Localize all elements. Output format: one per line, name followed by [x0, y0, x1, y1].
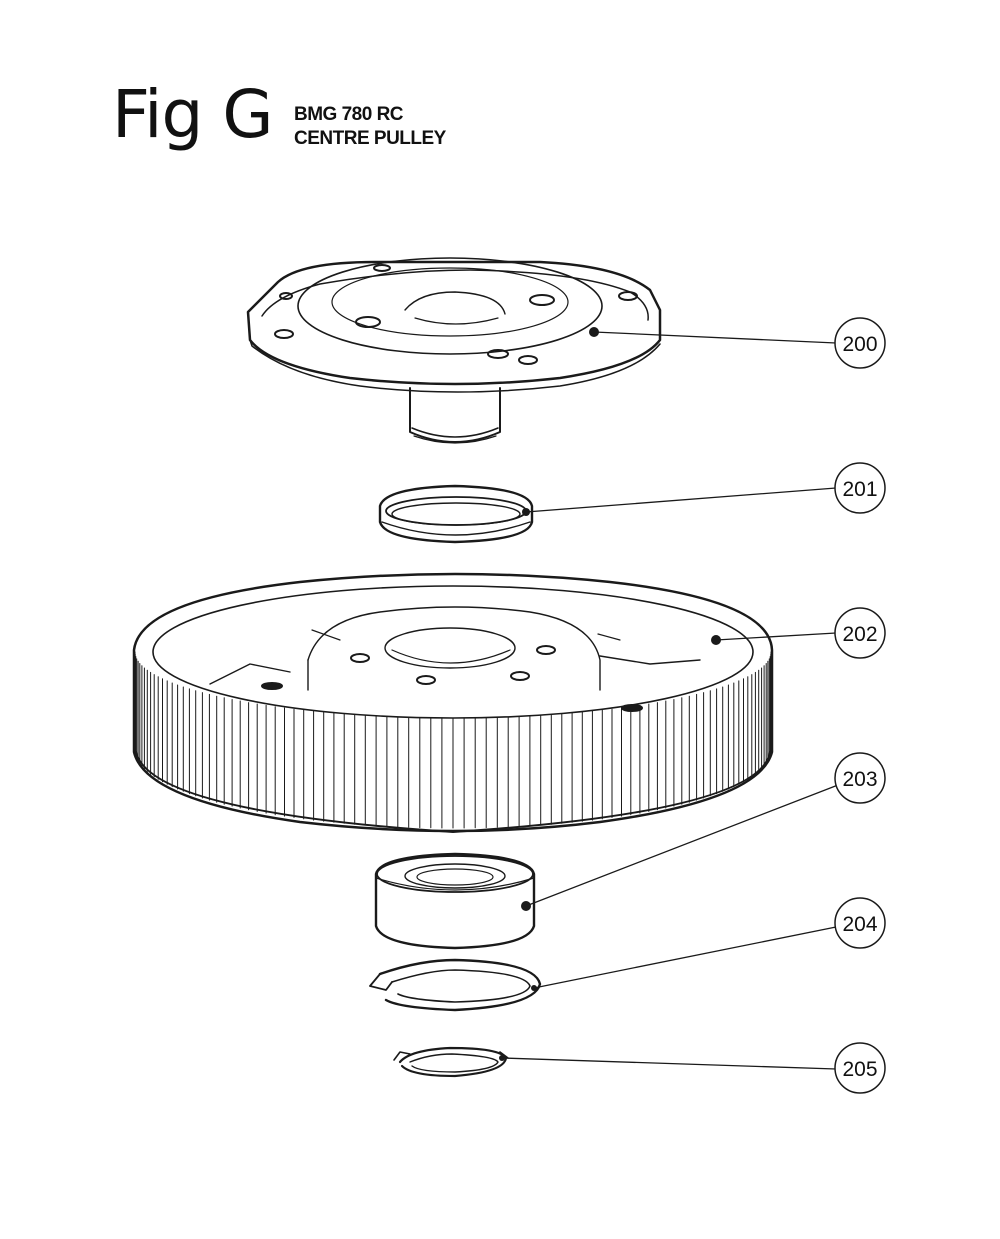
pulley-teeth: [134, 651, 772, 829]
callout-label-203: 203: [842, 768, 877, 791]
assembly-name: CENTRE PULLEY: [294, 128, 446, 149]
part-circlip: [369, 958, 542, 1012]
callout-label-204: 204: [842, 913, 877, 936]
leader-line-201: [525, 487, 837, 513]
callout-200: 200: [834, 317, 886, 369]
callout-label-205: 205: [842, 1058, 877, 1081]
leader-dots: [499, 327, 721, 1061]
part-small-circlip: [393, 1046, 509, 1078]
callout-202: 202: [834, 607, 886, 659]
leader-lines: [501, 331, 839, 1070]
leader-line-200: [593, 331, 837, 344]
model-name: BMG 780 RC: [294, 104, 404, 125]
callouts: 200 201 202 203 204 205: [834, 317, 886, 1094]
part-hub-flange: [246, 257, 662, 444]
callout-201: 201: [834, 462, 886, 514]
callout-label-202: 202: [842, 623, 877, 646]
model-block: BMG 780 RC CENTRE PULLEY: [294, 103, 446, 151]
callout-204: 204: [834, 897, 886, 949]
leader-line-204: [533, 926, 837, 989]
figure-title: Fig G: [112, 76, 274, 153]
callout-203: 203: [834, 752, 886, 804]
callout-label-200: 200: [842, 333, 877, 356]
callout-label-201: 201: [842, 478, 877, 501]
callout-205: 205: [834, 1042, 886, 1094]
leader-line-205: [501, 1057, 837, 1070]
part-toothed-pulley: [132, 572, 774, 833]
leader-line-202: [715, 632, 837, 641]
leader-line-203: [525, 784, 839, 907]
part-bearing: [374, 852, 536, 950]
part-seal-ring: [378, 484, 534, 544]
